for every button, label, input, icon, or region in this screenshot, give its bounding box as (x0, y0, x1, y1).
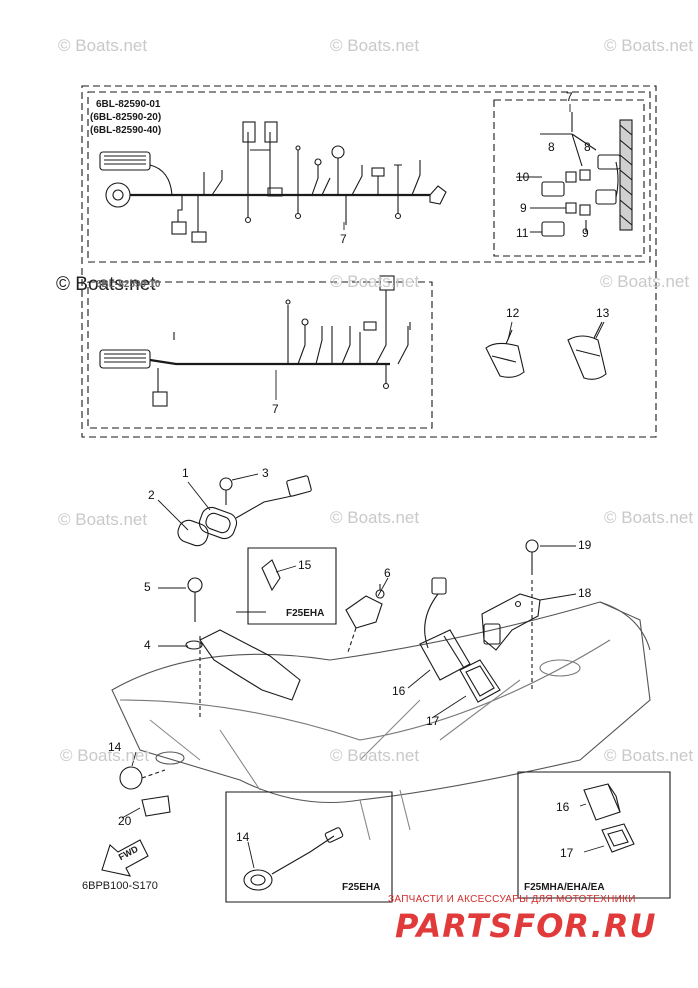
fwd-arrow (101, 839, 149, 877)
watermark-6: © Boats.net (600, 272, 690, 291)
callout-13: 13 (596, 306, 610, 320)
watermark-3: © Boats.net (604, 36, 694, 55)
watermark-2: © Boats.net (330, 36, 420, 55)
inner-dashed-frame-top (87, 91, 651, 263)
callout-14-detail: 14 (236, 830, 250, 844)
harness-code-alt-40: (6BL-82590-40) (90, 125, 162, 136)
watermark-12: © Boats.net (604, 746, 694, 765)
part-6-relay (345, 584, 385, 653)
inner-dashed-frame-lower (87, 281, 433, 429)
clamp-13 (567, 321, 607, 380)
watermark-10: © Boats.net (60, 746, 150, 765)
callout-12: 12 (506, 306, 520, 320)
callout-1: 1 (182, 466, 189, 480)
callout-3: 3 (262, 466, 269, 480)
f25mha-detail-frame (517, 771, 671, 899)
callout-2: 2 (148, 488, 155, 502)
part-14-button (119, 766, 166, 790)
callout-17-main: 17 (426, 714, 440, 728)
harness-code-lower: 6BL-82590-10 (96, 279, 161, 290)
callout-8-right: 8 (584, 140, 591, 154)
callout-15: 15 (298, 558, 312, 572)
watermark-7: © Boats.net (58, 510, 148, 529)
connector-cluster-detail (516, 112, 633, 237)
callout-7-upper-harness: 7 (340, 232, 347, 246)
callout-9-right: 9 (582, 226, 589, 240)
inner-dashed-frame-connectors (493, 99, 645, 257)
watermark-8: © Boats.net (330, 508, 420, 527)
f25eha-top-frame (236, 547, 337, 625)
brand-tagline: ЗАПЧАСТИ И АКСЕССУАРЫ ДЛЯ МОТОТЕХНИКИ (388, 894, 636, 905)
model-label-f25eha-top: F25EHA (286, 608, 325, 619)
harness-code-main: 6BL-82590-01 (96, 99, 161, 110)
callout-10: 10 (516, 170, 530, 184)
callout-14-main: 14 (108, 740, 122, 754)
outer-dashed-frame (81, 85, 657, 438)
callout-19: 19 (578, 538, 592, 552)
callout-18: 18 (578, 586, 592, 600)
leader-lines (121, 104, 605, 869)
callout-20: 20 (118, 814, 132, 828)
diagram-reference-code: 6BPB100-S170 (82, 880, 158, 892)
part-4-bracket (185, 629, 301, 720)
part-17-seal (459, 659, 501, 703)
watermark-1: © Boats.net (58, 36, 148, 55)
callout-7-top-box: 7 (566, 90, 573, 104)
lower-wire-harness (99, 275, 411, 407)
watermark-11: © Boats.net (330, 746, 420, 765)
part-3-screw (219, 477, 233, 505)
brand-logo: PARTSFOR.RU (395, 907, 657, 945)
callout-4: 4 (144, 638, 151, 652)
model-label-f25mha: F25MHA/EHA/EA (524, 882, 605, 893)
watermark-9: © Boats.net (604, 508, 694, 527)
part-16-switch-harness (419, 577, 471, 681)
engine-housing (111, 601, 651, 841)
watermark-4: © Boats.net (56, 274, 156, 295)
part-18-bracket (481, 593, 541, 651)
callout-6: 6 (384, 566, 391, 580)
part-20-label (141, 795, 171, 817)
callout-16-detail: 16 (556, 800, 570, 814)
callout-5: 5 (144, 580, 151, 594)
callout-17-detail: 17 (560, 846, 574, 860)
model-label-f25eha-bottom: F25EHA (342, 882, 381, 893)
harness-code-alt-20: (6BL-82590-20) (90, 112, 162, 123)
watermark-5: © Boats.net (330, 272, 420, 291)
upper-wire-harness (99, 121, 447, 243)
callout-9-left: 9 (520, 201, 527, 215)
part-19-screw (525, 539, 539, 690)
f25eha-bottom-frame (225, 791, 393, 903)
callout-16-main: 16 (392, 684, 406, 698)
part-5-bolt (187, 577, 203, 622)
callout-8-left: 8 (548, 140, 555, 154)
callout-11: 11 (516, 226, 529, 240)
callout-7-lower-harness: 7 (272, 402, 279, 416)
part-2-grommet (177, 519, 209, 547)
part-1-key-switch-plate (198, 475, 312, 540)
clamp-12 (485, 329, 525, 378)
